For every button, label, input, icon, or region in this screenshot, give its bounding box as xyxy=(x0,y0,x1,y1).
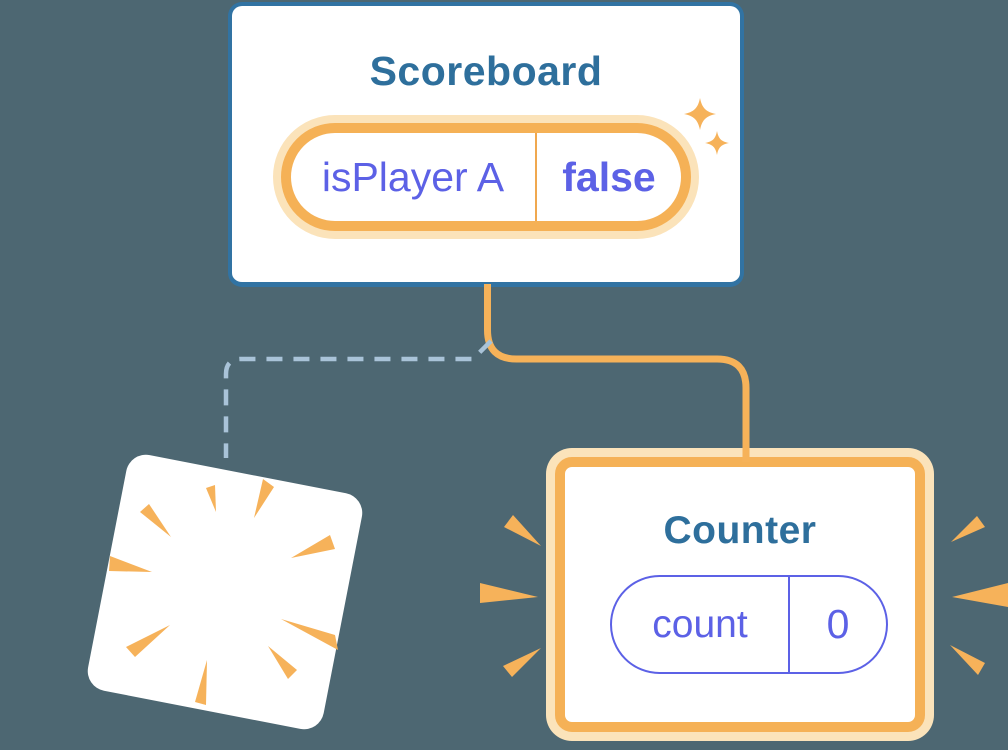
destroyed-card xyxy=(87,454,363,730)
pill-divider xyxy=(535,133,537,221)
connector-solid-line xyxy=(484,284,750,462)
state-pill-body: isPlayer A false xyxy=(281,123,691,231)
counter-card-frame: Counter count 0 xyxy=(555,457,925,732)
state-key: count xyxy=(652,602,748,646)
scoreboard-title: Scoreboard xyxy=(369,48,603,94)
counter-title: Counter xyxy=(663,509,817,552)
connector-dashed-line xyxy=(223,339,493,458)
poof-burst-icon xyxy=(109,479,338,705)
state-value: 0 xyxy=(826,601,850,647)
scoreboard-card: Scoreboard isPlayer A false xyxy=(228,2,744,287)
emphasis-rays-right-icon xyxy=(950,516,1008,675)
counter-state-pill: count 0 xyxy=(610,575,888,674)
state-value: false xyxy=(562,153,656,200)
pill-divider xyxy=(788,577,790,672)
counter-card: Counter count 0 xyxy=(546,448,934,741)
emphasis-rays-left-icon xyxy=(480,515,541,677)
scoreboard-state-pill: isPlayer A false xyxy=(273,115,699,239)
state-key: isPlayer A xyxy=(321,153,505,200)
